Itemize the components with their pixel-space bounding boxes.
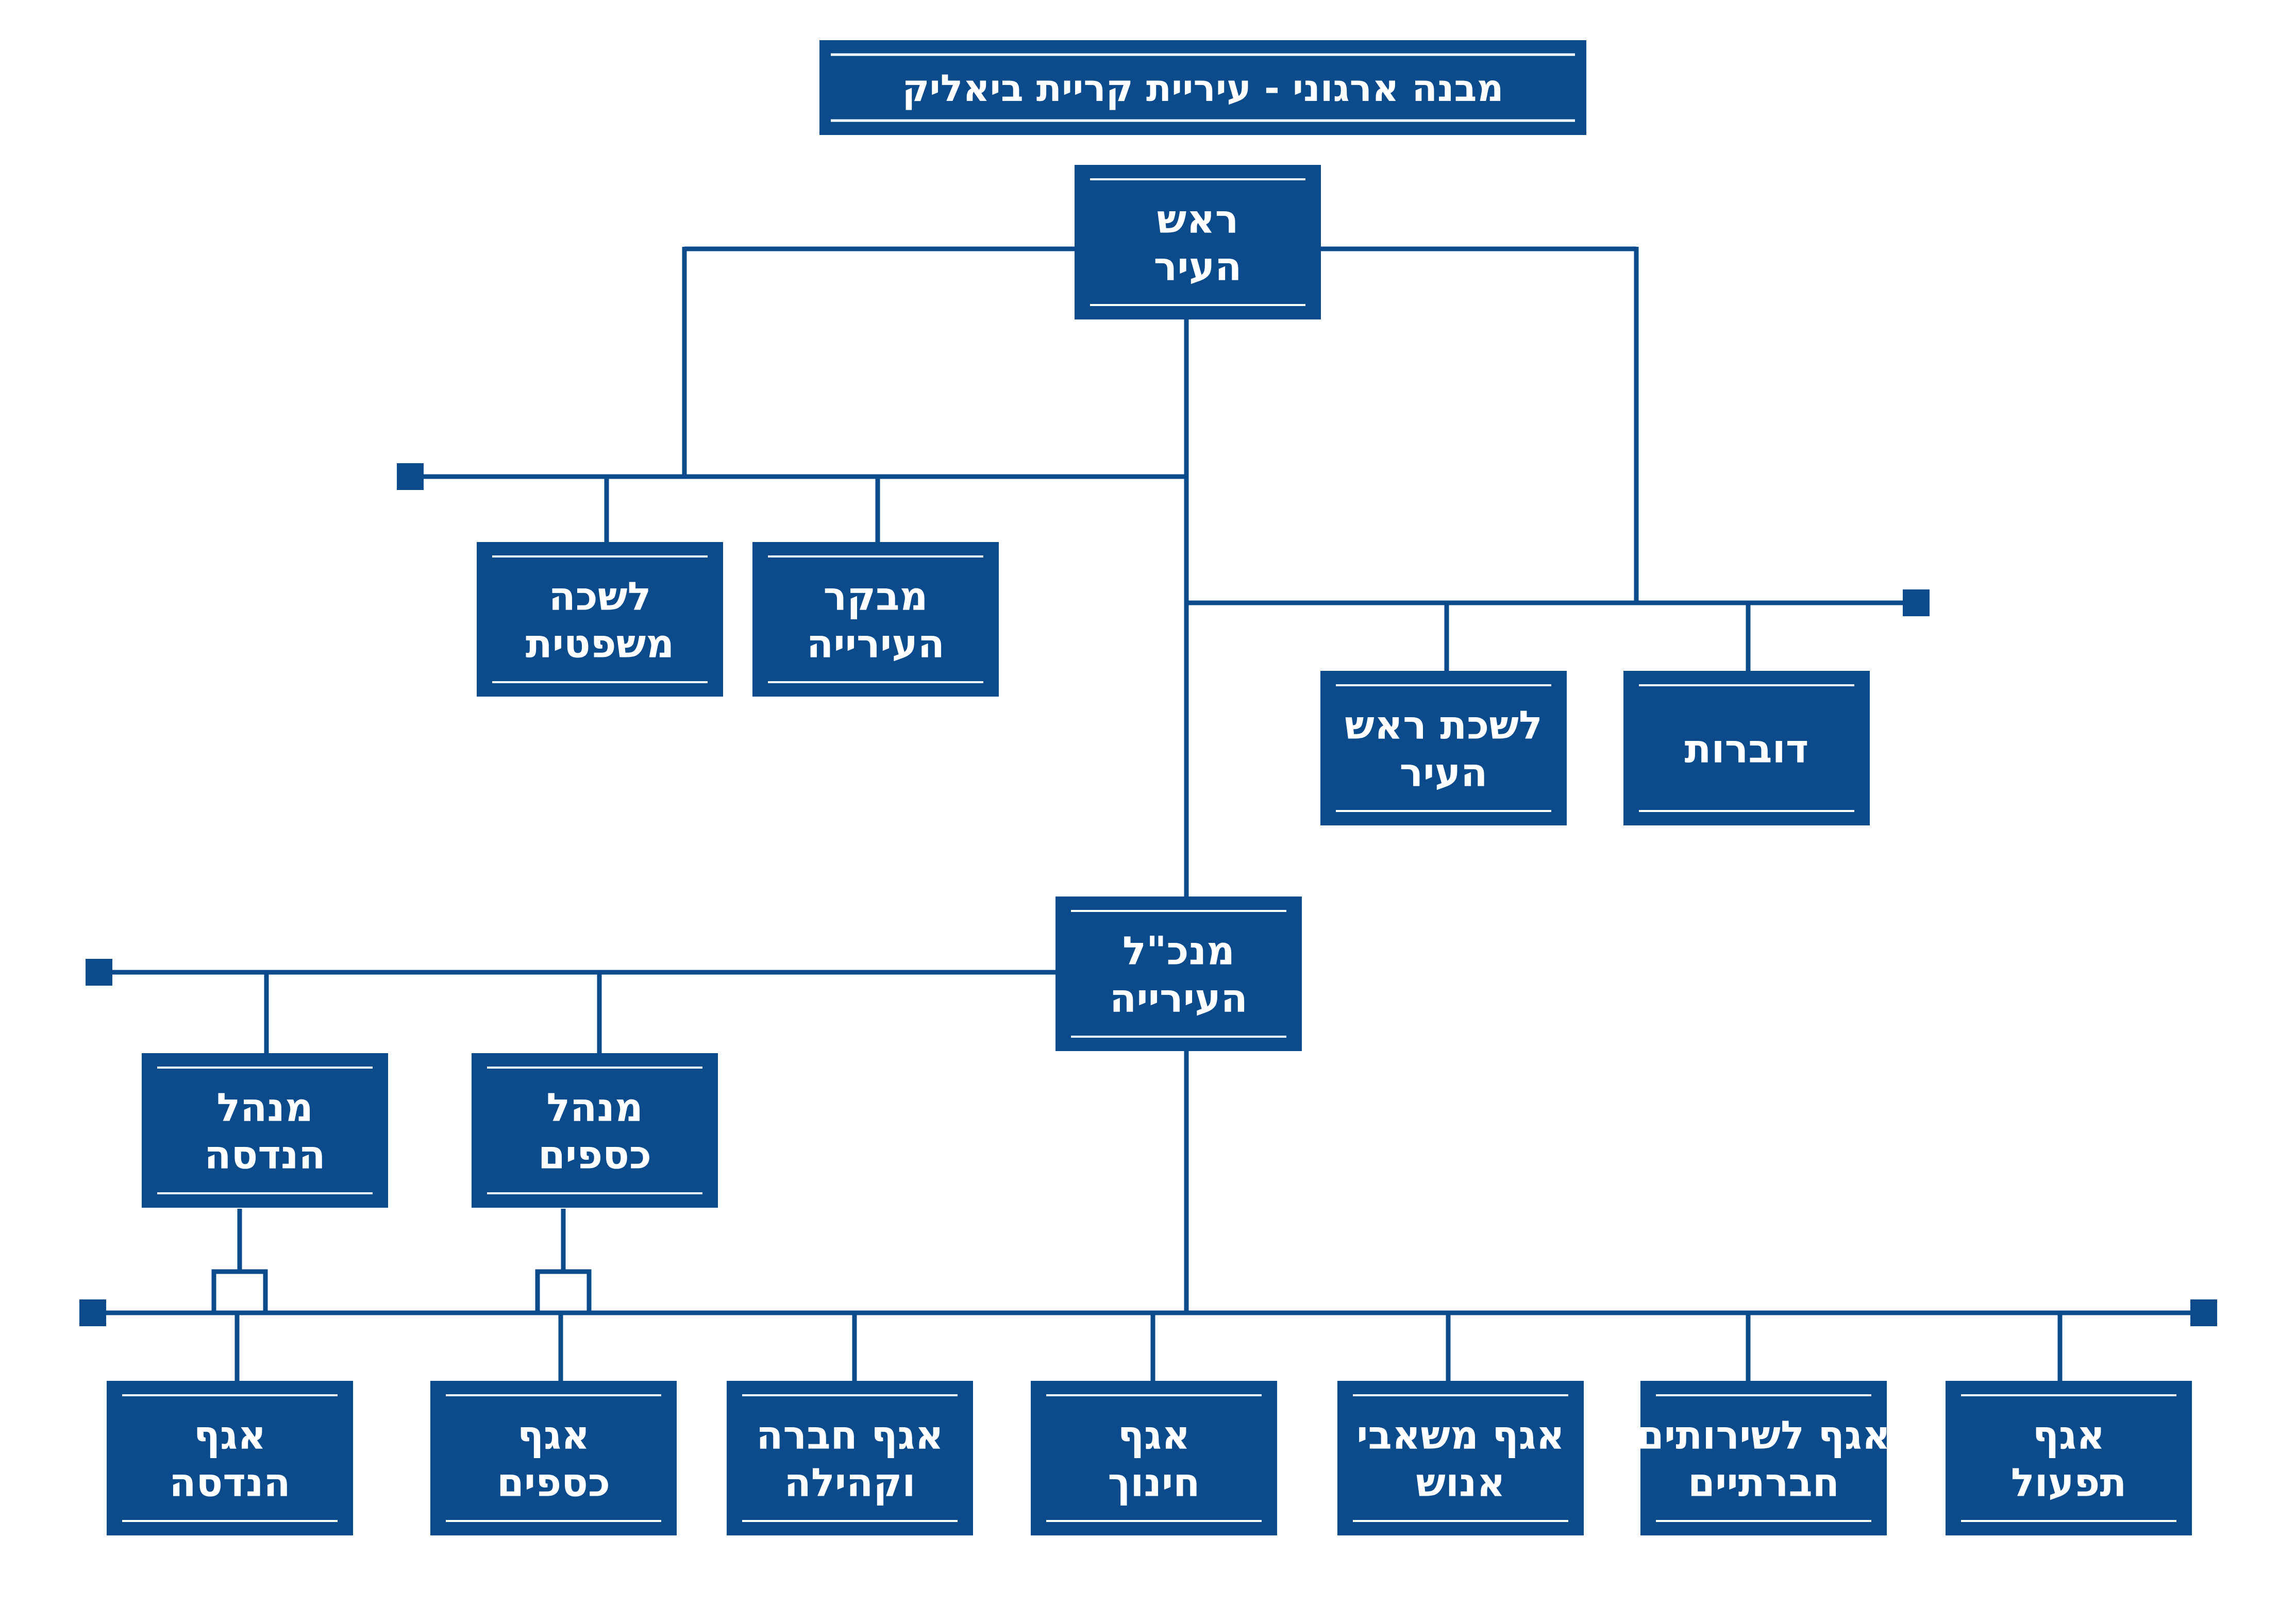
node-eng-admin-bg [142,1053,388,1208]
node-dept-education-bg [1031,1381,1277,1535]
node-mayor-bg [1075,165,1321,319]
line-end-square [1903,589,1930,616]
node-dept-community-label-line-2: וקהילה [784,1459,916,1505]
node-ceo-label-line-1: מנכ"ל [1122,927,1235,973]
node-auditor-bg [752,542,999,697]
line-end-square [86,959,112,986]
node-dept-fin-label-line-2: כספים [497,1459,610,1505]
page-title: מבנה ארגוני - עיריית קריית ביאליק [902,66,1503,110]
node-dept-social-bg [1640,1381,1887,1535]
node-fin-admin-bg [472,1053,718,1208]
node-dept-fin-bg [430,1381,677,1535]
node-eng-admin-label-line-2: הנדסה [204,1131,325,1177]
node-dept-hr-label-line-2: אנוש [1416,1459,1505,1505]
node-dept-education-label-line-1: אגף [1118,1412,1191,1458]
node-legal-label-line-1: לשכה [549,573,651,619]
node-dept-eng-bg [107,1381,353,1535]
node-dept-eng-label-line-2: הנדסה [169,1459,290,1505]
node-fin-admin-label-line-2: כספים [538,1131,651,1177]
title-banner: מבנה ארגוני - עיריית קריית ביאליק [819,40,1586,135]
line-end-markers [79,463,2217,1326]
line-end-square [79,1299,106,1326]
node-mayor-office-label-line-1: לשכת ראש [1345,702,1543,748]
node-dept-community-bg [727,1381,973,1535]
node-dept-ops-bg [1946,1381,2192,1535]
node-dept-social-label-line-2: חברתיים [1688,1459,1839,1505]
line-end-square [2190,1299,2217,1326]
line-end-square [397,463,424,490]
node-mayor-label-line-1: ראש [1157,196,1239,242]
node-fin-admin-label-line-1: מנהל [546,1084,643,1130]
node-ceo-label-line-2: העירייה [1110,975,1248,1021]
junction-box-eng [211,1269,268,1315]
node-mayor-office-bg [1320,671,1567,825]
connector-lines [93,246,2203,1381]
node-eng-admin-label-line-1: מנהל [216,1084,313,1130]
node-auditor-label-line-1: מבקר [823,573,928,619]
node-mayor-office-label-line-2: העיר [1400,749,1488,795]
node-dept-ops-label-line-1: אגף [2033,1412,2105,1458]
node-dept-fin-label-line-1: אגף [517,1412,590,1458]
node-spokesperson-bg [1623,671,1870,825]
node-spokesperson: דוברות [1623,671,1870,825]
nodes-layer: מבנה ארגוני - עיריית קריית ביאליקראשהעיר… [107,40,2192,1535]
node-dept-social-label-line-1: אגף לשירותים [1637,1412,1890,1458]
node-dept-eng-label-line-1: אגף [194,1412,266,1458]
node-dept-ops-label-line-2: תפעול [2011,1459,2127,1505]
node-spokesperson-label-line-1: דוברות [1685,725,1809,771]
node-dept-education-label-line-2: חינוך [1108,1459,1200,1505]
title-banner-bg [819,40,1586,135]
node-legal-bg [477,542,723,697]
junction-box-fin [535,1269,592,1315]
node-auditor-label-line-2: העירייה [807,620,945,666]
node-dept-community-label-line-1: אגף חברה [756,1412,944,1458]
node-ceo-bg [1055,897,1302,1051]
node-dept-hr-label-line-1: אגף משאבי [1356,1412,1565,1458]
node-mayor-label-line-2: העיר [1154,243,1242,289]
node-legal-label-line-2: משפטית [526,620,675,666]
node-dept-hr-bg [1337,1381,1584,1535]
